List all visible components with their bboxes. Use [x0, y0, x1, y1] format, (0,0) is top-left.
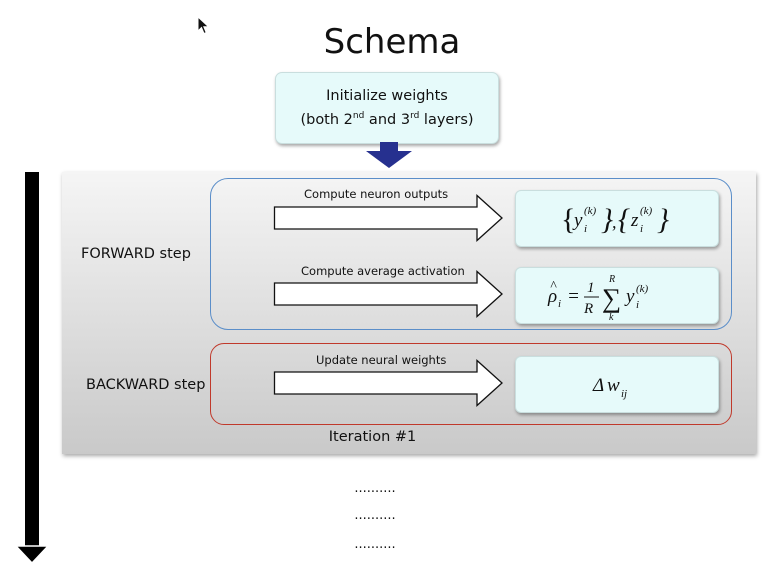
backward-step-label: BACKWARD step: [86, 377, 206, 393]
svg-text:Δ: Δ: [592, 375, 604, 396]
forward-step-label: FORWARD step: [81, 246, 191, 262]
svg-text:{: {: [561, 203, 575, 236]
svg-text:R: R: [583, 301, 593, 317]
svg-text:k: k: [609, 312, 614, 322]
svg-text:z: z: [630, 210, 639, 231]
average-activation-formula-box: ρ ^ i = 1 R ∑ R k y i (k): [515, 267, 719, 324]
ellipsis-2: ..........: [354, 508, 396, 523]
arrow-label-compute-neuron-outputs: Compute neuron outputs: [304, 187, 449, 201]
mouse-pointer-icon: [197, 16, 210, 35]
ellipsis-1: ..........: [354, 481, 396, 496]
svg-text:^: ^: [550, 279, 557, 294]
svg-text:(k): (k): [636, 283, 649, 295]
svg-text:=: =: [567, 286, 580, 307]
svg-text:R: R: [608, 274, 615, 285]
iteration-label: Iteration #1: [328, 429, 417, 445]
svg-text:y: y: [572, 210, 583, 231]
neuron-outputs-formula: { y i (k) } , { z i (k) }: [561, 203, 669, 236]
svg-text:y: y: [624, 286, 635, 307]
average-activation-formula: ρ ^ i = 1 R ∑ R k y i (k): [547, 274, 649, 322]
svg-text:(k): (k): [584, 205, 597, 217]
down-arrow-icon: [366, 142, 412, 168]
right-arrow-icon: [273, 359, 503, 407]
init-line-1: Initialize weights: [326, 88, 448, 105]
arrow-label-update-neural-weights: Update neural weights: [316, 353, 447, 367]
page-title: Schema: [323, 22, 461, 62]
update-weights-formula-box: Δ w ij: [515, 356, 719, 413]
ellipsis-3: ..........: [354, 537, 396, 552]
update-weights-formula: Δ w ij: [592, 375, 627, 400]
svg-text:∑: ∑: [602, 283, 621, 313]
svg-text:1: 1: [587, 280, 595, 296]
initialize-weights-box: Initialize weights (both 2nd and 3rd lay…: [275, 72, 499, 144]
svg-text:i: i: [640, 223, 643, 235]
right-arrow-icon: [273, 194, 503, 242]
arrow-label-compute-average-activation: Compute average activation: [301, 264, 465, 278]
svg-text:}: }: [601, 203, 613, 236]
init-line-2: (both 2nd and 3rd layers): [300, 111, 474, 128]
svg-text:i: i: [584, 223, 587, 235]
neuron-outputs-formula-box: { y i (k) } , { z i (k) }: [515, 190, 719, 247]
svg-text:(k): (k): [640, 205, 653, 217]
svg-text:ij: ij: [621, 388, 627, 400]
svg-text:w: w: [607, 375, 620, 396]
backward-step-group: [210, 343, 732, 425]
svg-text:i: i: [558, 298, 561, 310]
svg-text:,: ,: [612, 212, 617, 232]
svg-text:i: i: [636, 299, 639, 311]
right-arrow-icon: [273, 270, 503, 318]
long-down-arrow-icon: [14, 172, 50, 565]
forward-step-group: [210, 178, 732, 330]
svg-text:{: {: [618, 203, 630, 236]
svg-text:}: }: [657, 203, 669, 236]
svg-text:ρ: ρ: [547, 286, 557, 307]
